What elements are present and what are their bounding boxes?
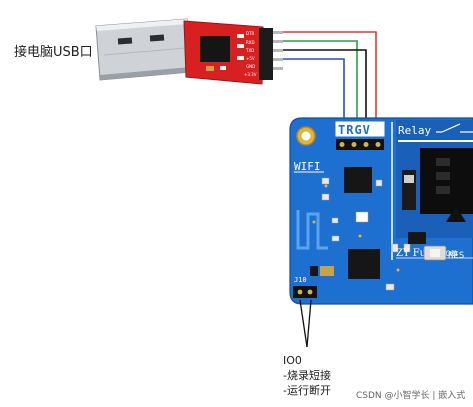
adapter-pcb: DTR RXD TXD +5V GND +3.3V	[183, 20, 264, 85]
pcb-antenna	[296, 210, 328, 250]
relay-section: Relay	[396, 120, 473, 238]
pin-label-txd: TXD	[245, 48, 254, 53]
usb-a-plug	[95, 18, 191, 81]
flash-chip	[344, 167, 372, 193]
io0-jumper: J10	[293, 276, 317, 298]
led	[355, 211, 369, 223]
relay-label: Relay	[398, 124, 431, 137]
wire-vcc-red	[283, 31, 377, 120]
adapter-pin-labels: DTR RXD TXD +5V GND +3.3V	[244, 31, 257, 77]
wire-gnd-green	[283, 40, 358, 120]
pin-label-gnd: GND	[246, 64, 255, 69]
pin-label-dtr: DTR	[246, 31, 255, 36]
esp8266-chip	[348, 249, 380, 279]
reset-label: RES	[448, 251, 464, 261]
usb-serial-adapter: DTR RXD TXD +5V GND +3.3V	[95, 18, 283, 85]
io0-run-note: -运行断开	[283, 384, 331, 397]
jumper-label: J10	[294, 276, 307, 284]
jumper-wires	[283, 31, 377, 120]
serial-header: TRGV	[335, 121, 385, 150]
jumper-callout	[299, 299, 312, 348]
adapter-pin-header	[259, 28, 283, 80]
ch340-chip	[200, 36, 230, 62]
esd-warning-icon	[446, 206, 466, 222]
usb-port-label: 接电脑USB口	[14, 45, 93, 60]
relay-component	[420, 148, 473, 214]
relay-board: TRGV Relay WIFI	[289, 117, 473, 305]
reset-button: RES	[423, 245, 464, 261]
header-pin-labels: TRGV	[338, 123, 371, 137]
wire-rx-black	[283, 49, 367, 120]
io0-flash-note: -烧录短接	[283, 369, 331, 382]
pin-label-rxd: RXD	[246, 40, 255, 45]
watermark: CSDN @小智学长 | 嵌入式	[356, 391, 466, 401]
pin-label-5v: +5V	[246, 56, 255, 61]
wire-tx-blue	[283, 58, 345, 120]
io0-pin-name: IO0	[283, 354, 302, 367]
io0-note: IO0 -烧录短接 -运行断开	[283, 353, 331, 398]
pin-label-33v: +3.3V	[244, 72, 257, 77]
wifi-label: WIFI	[294, 160, 321, 173]
